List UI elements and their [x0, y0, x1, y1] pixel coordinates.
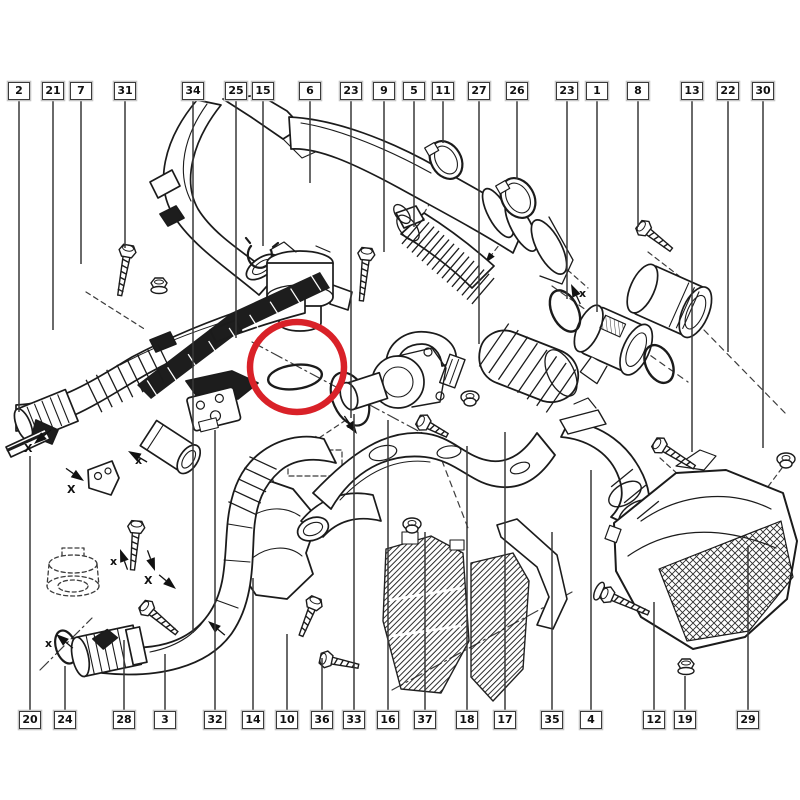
x-mark: X	[144, 574, 153, 587]
callout-35[interactable]: 35	[541, 711, 563, 729]
screw	[138, 599, 179, 636]
callout-19[interactable]: 19	[674, 711, 696, 729]
callout-25[interactable]: 25	[225, 82, 247, 100]
support-arm	[496, 518, 568, 630]
callout-13[interactable]: 13	[681, 82, 703, 100]
grommet	[776, 452, 796, 469]
mounting-bracket	[186, 386, 242, 433]
callout-30[interactable]: 30	[752, 82, 774, 100]
screw	[298, 594, 323, 638]
callout-9[interactable]: 9	[373, 82, 395, 100]
hose-clamp	[495, 177, 537, 219]
air-flow-sensor	[573, 304, 654, 385]
callout-1[interactable]: 1	[586, 82, 608, 100]
callout-10[interactable]: 10	[276, 711, 298, 729]
screw	[414, 414, 450, 438]
x-mark: x	[135, 454, 142, 467]
callout-17[interactable]: 17	[494, 711, 516, 729]
rubber-mount-dashed	[46, 547, 100, 597]
callout-32[interactable]: 32	[204, 711, 226, 729]
screw	[593, 581, 651, 616]
callout-14[interactable]: 14	[242, 711, 264, 729]
callout-24[interactable]: 24	[54, 711, 76, 729]
callout-7[interactable]: 7	[70, 82, 92, 100]
x-mark: x	[110, 555, 117, 568]
leader-lines	[18, 100, 764, 711]
open-tube-piece	[139, 419, 202, 475]
callout-27[interactable]: 27	[468, 82, 490, 100]
callout-23[interactable]: 23	[556, 82, 578, 100]
x-mark: x	[45, 637, 52, 650]
callout-28[interactable]: 28	[113, 711, 135, 729]
highlighted-o-ring	[266, 363, 324, 391]
x-mark: X	[67, 483, 76, 496]
hose-end-fitting	[70, 624, 148, 678]
x-mark: x	[347, 418, 354, 431]
diagram-line-art	[5, 94, 798, 702]
nut	[150, 277, 168, 295]
callout-11[interactable]: 11	[432, 82, 454, 100]
callout-33[interactable]: 33	[343, 711, 365, 729]
callout-31[interactable]: 31	[114, 82, 136, 100]
callout-5[interactable]: 5	[403, 82, 425, 100]
screw	[635, 219, 674, 253]
callout-12[interactable]: 12	[643, 711, 665, 729]
engine-mount-fins	[382, 531, 530, 702]
callout-26[interactable]: 26	[506, 82, 528, 100]
callout-21[interactable]: 21	[42, 82, 64, 100]
callout-4[interactable]: 4	[580, 711, 602, 729]
callout-8[interactable]: 8	[627, 82, 649, 100]
screw	[357, 246, 376, 302]
callout-3[interactable]: 3	[154, 711, 176, 729]
callout-36[interactable]: 36	[311, 711, 333, 729]
callout-37[interactable]: 37	[414, 711, 436, 729]
hose-clamp	[424, 140, 464, 180]
x-mark: X	[24, 442, 33, 455]
mid-duct	[296, 492, 382, 542]
callout-15[interactable]: 15	[252, 82, 274, 100]
callout-2[interactable]: 2	[8, 82, 30, 100]
callout-23[interactable]: 23	[340, 82, 362, 100]
grommet	[460, 390, 480, 407]
air-resonator	[478, 329, 580, 403]
angle-bracket	[87, 460, 120, 496]
callout-22[interactable]: 22	[717, 82, 739, 100]
hardware-details	[34, 217, 796, 676]
air-filter-housing	[604, 449, 798, 650]
callout-16[interactable]: 16	[377, 711, 399, 729]
screw	[116, 243, 137, 297]
callout-20[interactable]: 20	[19, 711, 41, 729]
inlet-sleeve	[626, 263, 713, 339]
throttle-unit	[339, 331, 466, 411]
screw	[126, 519, 146, 571]
callout-29[interactable]: 29	[737, 711, 759, 729]
nut	[677, 658, 695, 676]
callout-34[interactable]: 34	[182, 82, 204, 100]
callout-6[interactable]: 6	[299, 82, 321, 100]
x-mark: x	[579, 287, 586, 300]
callout-18[interactable]: 18	[456, 711, 478, 729]
highlight-ellipse	[246, 318, 348, 416]
center-air-duct	[312, 432, 556, 510]
grommet	[402, 517, 422, 534]
screw	[650, 437, 697, 470]
